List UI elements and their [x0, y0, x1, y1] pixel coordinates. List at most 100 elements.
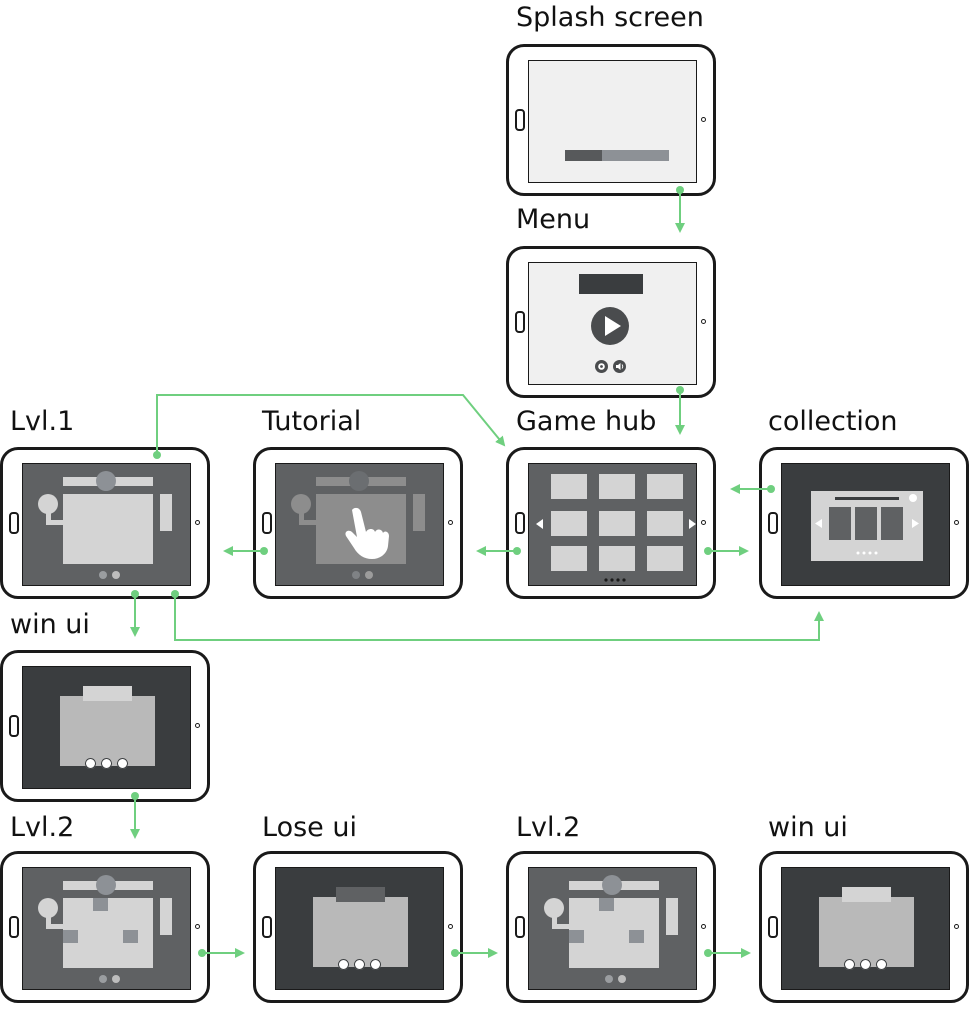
pause-icon[interactable]	[112, 975, 120, 983]
page-dots	[856, 551, 878, 555]
close-icon[interactable]	[909, 494, 917, 502]
collection-card[interactable]	[881, 507, 903, 540]
loading-bar-fill	[565, 150, 602, 161]
lvl2-tablet	[0, 851, 210, 1003]
lvl2-title: Lvl.2	[516, 812, 581, 843]
tutorial-title: Tutorial	[262, 406, 362, 437]
lvl2-screen	[22, 867, 191, 990]
next-icon[interactable]	[876, 959, 887, 970]
home-button-icon	[768, 512, 778, 534]
lvl2-title: Lvl.2	[10, 812, 75, 843]
play-area	[63, 494, 153, 564]
level-tile[interactable]	[551, 546, 587, 571]
level-tile[interactable]	[599, 511, 635, 536]
camera-icon	[448, 924, 453, 929]
obstacle-block	[569, 930, 584, 943]
splash-screen-title: Splash screen	[516, 2, 704, 33]
right-bar	[666, 898, 678, 935]
win-ui-tablet	[0, 650, 210, 802]
tutorial-screen	[275, 463, 444, 586]
home-button-icon	[515, 109, 525, 131]
collection-title: collection	[768, 406, 898, 437]
lose-ui-tablet	[253, 851, 463, 1003]
speaker-icon[interactable]	[613, 360, 626, 373]
dot-button[interactable]	[605, 975, 613, 983]
camera-icon	[701, 319, 706, 324]
game-hub-tablet	[506, 447, 716, 599]
home-button-icon	[515, 916, 525, 938]
lvl2-tablet	[506, 851, 716, 1003]
retry-icon[interactable]	[860, 959, 871, 970]
menu-icon[interactable]	[338, 959, 349, 970]
left-arm	[46, 504, 51, 524]
menu-icon[interactable]	[85, 758, 96, 769]
next-icon[interactable]	[370, 959, 381, 970]
result-header	[83, 686, 132, 701]
camera-icon	[195, 723, 200, 728]
splash-screen-tablet	[506, 44, 716, 196]
home-button-icon	[9, 512, 19, 534]
dot-button[interactable]	[352, 571, 360, 579]
collection-screen	[781, 463, 950, 586]
play-area	[63, 898, 153, 968]
result-header	[842, 887, 891, 902]
retry-icon[interactable]	[101, 758, 112, 769]
level-tile[interactable]	[599, 474, 635, 499]
top-knob	[349, 471, 369, 491]
camera-icon	[701, 520, 706, 525]
top-knob	[96, 875, 116, 895]
lvl1-tablet	[0, 447, 210, 599]
camera-icon	[954, 520, 959, 525]
home-button-icon	[515, 512, 525, 534]
left-arm	[46, 908, 51, 928]
right-bar	[160, 898, 172, 935]
home-button-icon	[9, 715, 19, 737]
obstacle-block	[629, 930, 644, 943]
pause-icon[interactable]	[365, 571, 373, 579]
arrow-left-icon[interactable]	[815, 519, 822, 528]
camera-icon	[701, 924, 706, 929]
arrow-right-icon[interactable]	[912, 519, 919, 528]
pause-icon[interactable]	[618, 975, 626, 983]
collection-card[interactable]	[855, 507, 877, 540]
result-panel	[819, 897, 914, 967]
camera-icon	[954, 924, 959, 929]
left-arm-h	[299, 520, 317, 525]
collection-card[interactable]	[829, 507, 851, 540]
tap-hand-icon	[345, 507, 389, 559]
home-button-icon	[9, 916, 19, 938]
win-ui-screen	[781, 867, 950, 990]
camera-icon	[195, 924, 200, 929]
level-tile[interactable]	[647, 474, 683, 499]
home-button-icon	[262, 512, 272, 534]
level-tile[interactable]	[647, 511, 683, 536]
lvl1-screen	[22, 463, 191, 586]
level-tile[interactable]	[551, 511, 587, 536]
play-icon[interactable]	[590, 306, 630, 346]
page-dots	[604, 578, 626, 582]
dot-button[interactable]	[99, 975, 107, 983]
win-ui-screen	[22, 666, 191, 789]
lose-ui-screen	[275, 867, 444, 990]
gear-icon[interactable]	[595, 360, 608, 373]
result-panel	[60, 696, 155, 766]
arrow-right-icon[interactable]	[688, 519, 696, 529]
left-arm	[552, 908, 557, 928]
game-hub-title: Game hub	[516, 406, 657, 437]
camera-icon	[195, 520, 200, 525]
next-icon[interactable]	[117, 758, 128, 769]
retry-icon[interactable]	[354, 959, 365, 970]
dot-button[interactable]	[99, 571, 107, 579]
top-knob	[96, 471, 116, 491]
lvl2-screen	[528, 867, 697, 990]
loading-bar	[565, 150, 669, 161]
level-tile[interactable]	[647, 546, 683, 571]
level-tile[interactable]	[551, 474, 587, 499]
win-ui-title: win ui	[768, 812, 848, 843]
arrow-left-icon[interactable]	[536, 519, 544, 529]
menu-icon[interactable]	[844, 959, 855, 970]
level-tile[interactable]	[599, 546, 635, 571]
pause-icon[interactable]	[112, 571, 120, 579]
menu-screen	[528, 262, 697, 385]
menu-logo	[579, 274, 643, 294]
